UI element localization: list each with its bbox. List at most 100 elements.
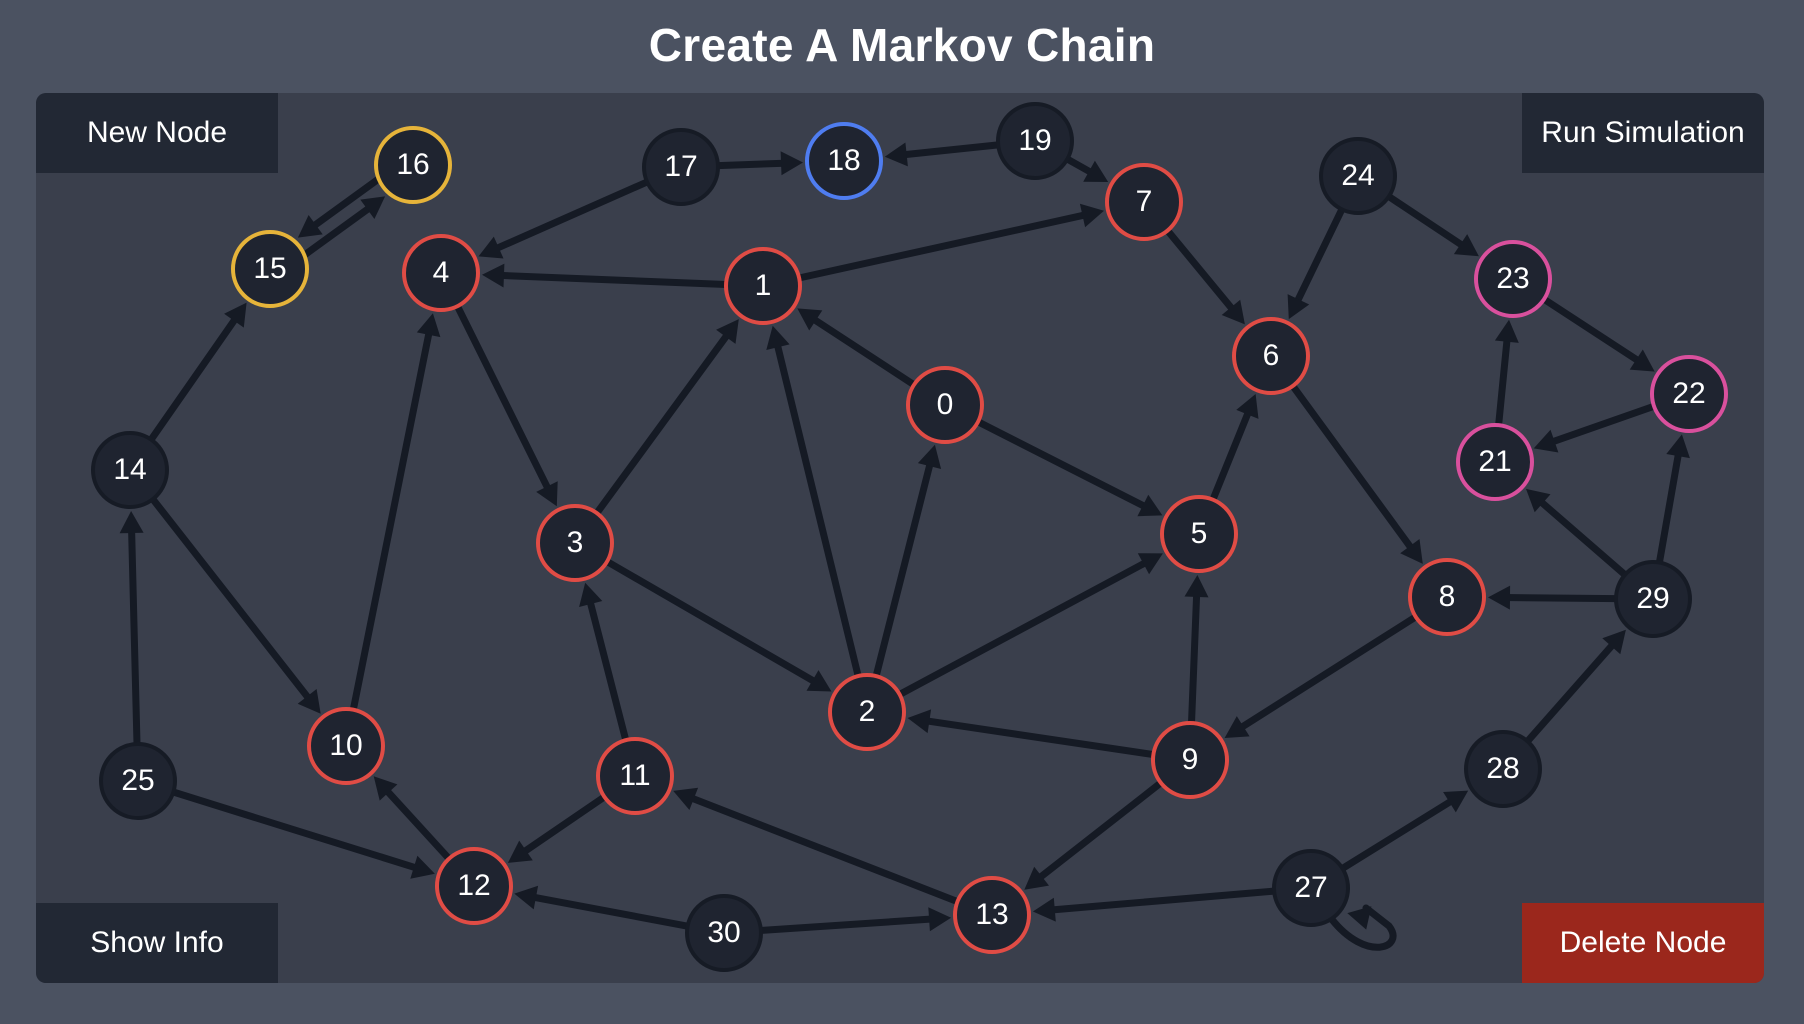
edge-25-14[interactable] xyxy=(119,511,144,748)
edge-9-2[interactable] xyxy=(907,709,1157,759)
edge-27-27[interactable] xyxy=(1327,904,1397,951)
edge-27-28[interactable] xyxy=(1338,790,1469,872)
edge-21-23[interactable] xyxy=(1494,319,1519,429)
edge-15-16[interactable] xyxy=(301,196,386,258)
edge-9-13[interactable] xyxy=(1024,779,1165,890)
edge-arrowhead xyxy=(119,511,144,534)
node-0[interactable]: 0 xyxy=(906,366,984,444)
edge-10-4[interactable] xyxy=(349,313,441,714)
node-3[interactable]: 3 xyxy=(536,504,614,582)
node-22[interactable]: 22 xyxy=(1650,355,1728,433)
edge-13-11[interactable] xyxy=(673,787,961,906)
node-28[interactable]: 28 xyxy=(1464,730,1542,808)
edge-24-6[interactable] xyxy=(1287,205,1346,320)
node-4[interactable]: 4 xyxy=(402,234,480,312)
edge-1-4[interactable] xyxy=(482,263,730,288)
node-5[interactable]: 5 xyxy=(1160,495,1238,573)
edge-30-13[interactable] xyxy=(757,907,952,934)
node-29[interactable]: 29 xyxy=(1614,560,1692,638)
edge-30-12[interactable] xyxy=(514,885,692,930)
edge-line xyxy=(128,522,141,748)
edge-line xyxy=(757,915,940,934)
edge-14-10[interactable] xyxy=(149,495,321,714)
edge-11-12[interactable] xyxy=(507,793,608,863)
edge-11-3[interactable] xyxy=(579,582,630,744)
node-circle xyxy=(1614,560,1692,638)
node-7[interactable]: 7 xyxy=(1105,163,1183,241)
edge-2-0[interactable] xyxy=(872,444,942,680)
edge-arrowhead xyxy=(780,151,803,176)
edge-8-9[interactable] xyxy=(1224,613,1420,738)
edge-arrowhead xyxy=(1666,434,1690,459)
edge-arrowhead xyxy=(1137,553,1163,575)
node-10[interactable]: 10 xyxy=(307,707,385,785)
edge-line xyxy=(974,418,1153,512)
node-21[interactable]: 21 xyxy=(1456,423,1534,501)
delete-node-button[interactable]: Delete Node xyxy=(1522,903,1764,983)
edge-3-2[interactable] xyxy=(603,558,832,692)
edge-line xyxy=(772,337,862,680)
node-18[interactable]: 18 xyxy=(805,122,883,200)
node-23[interactable]: 23 xyxy=(1474,240,1552,318)
edge-29-21[interactable] xyxy=(1526,488,1629,579)
node-13[interactable]: 13 xyxy=(953,876,1031,954)
edge-17-4[interactable] xyxy=(478,178,651,259)
edge-4-3[interactable] xyxy=(453,302,558,507)
edge-19-18[interactable] xyxy=(884,141,1002,167)
show-info-button[interactable]: Show Info xyxy=(36,903,278,983)
edge-19-7[interactable] xyxy=(1063,155,1109,182)
edge-7-6[interactable] xyxy=(1164,227,1245,325)
node-27[interactable]: 27 xyxy=(1272,849,1350,927)
node-15[interactable]: 15 xyxy=(231,230,309,308)
edge-0-1[interactable] xyxy=(797,308,918,389)
new-node-button[interactable]: New Node xyxy=(36,93,278,173)
node-16[interactable]: 16 xyxy=(374,126,452,204)
edge-line xyxy=(489,178,651,254)
node-11[interactable]: 11 xyxy=(596,737,674,815)
node-19[interactable]: 19 xyxy=(996,102,1074,180)
edge-line xyxy=(1544,402,1658,447)
node-2[interactable]: 2 xyxy=(828,673,906,751)
node-circle xyxy=(1456,423,1534,501)
node-1[interactable]: 1 xyxy=(724,247,802,325)
node-label: 16 xyxy=(396,148,429,181)
node-6[interactable]: 6 xyxy=(1232,317,1310,395)
edge-29-22[interactable] xyxy=(1655,434,1690,567)
node-30[interactable]: 30 xyxy=(685,894,763,972)
node-label: 28 xyxy=(1486,752,1519,785)
node-9[interactable]: 9 xyxy=(1151,721,1229,799)
node-12[interactable]: 12 xyxy=(435,847,513,925)
node-label: 6 xyxy=(1263,339,1280,372)
edge-27-13[interactable] xyxy=(1032,887,1278,922)
node-label: 8 xyxy=(1439,580,1456,613)
edge-12-10[interactable] xyxy=(373,776,453,863)
node-8[interactable]: 8 xyxy=(1408,558,1486,636)
node-17[interactable]: 17 xyxy=(642,128,720,206)
edge-14-15[interactable] xyxy=(147,302,247,444)
edge-17-18[interactable] xyxy=(714,151,803,176)
edge-24-23[interactable] xyxy=(1385,193,1479,257)
edge-1-7[interactable] xyxy=(795,203,1104,282)
node-14[interactable]: 14 xyxy=(91,431,169,509)
edge-2-5[interactable] xyxy=(896,553,1163,698)
edge-line xyxy=(493,271,730,288)
edge-16-15[interactable] xyxy=(297,176,382,238)
run-simulation-button[interactable]: Run Simulation xyxy=(1522,93,1764,173)
edge-22-21[interactable] xyxy=(1533,402,1658,453)
edge-29-8[interactable] xyxy=(1488,585,1620,610)
node-circle xyxy=(596,737,674,815)
edge-0-5[interactable] xyxy=(974,418,1163,517)
edge-9-5[interactable] xyxy=(1184,575,1209,727)
edge-28-29[interactable] xyxy=(1524,629,1626,745)
node-25[interactable]: 25 xyxy=(99,742,177,820)
edge-5-6[interactable] xyxy=(1209,394,1259,504)
node-24[interactable]: 24 xyxy=(1319,137,1397,215)
edge-line xyxy=(1209,404,1254,504)
edge-2-1[interactable] xyxy=(766,325,862,680)
edge-23-22[interactable] xyxy=(1540,295,1655,372)
edge-3-1[interactable] xyxy=(593,319,739,517)
edge-6-8[interactable] xyxy=(1289,382,1423,564)
edge-25-12[interactable] xyxy=(169,788,435,879)
